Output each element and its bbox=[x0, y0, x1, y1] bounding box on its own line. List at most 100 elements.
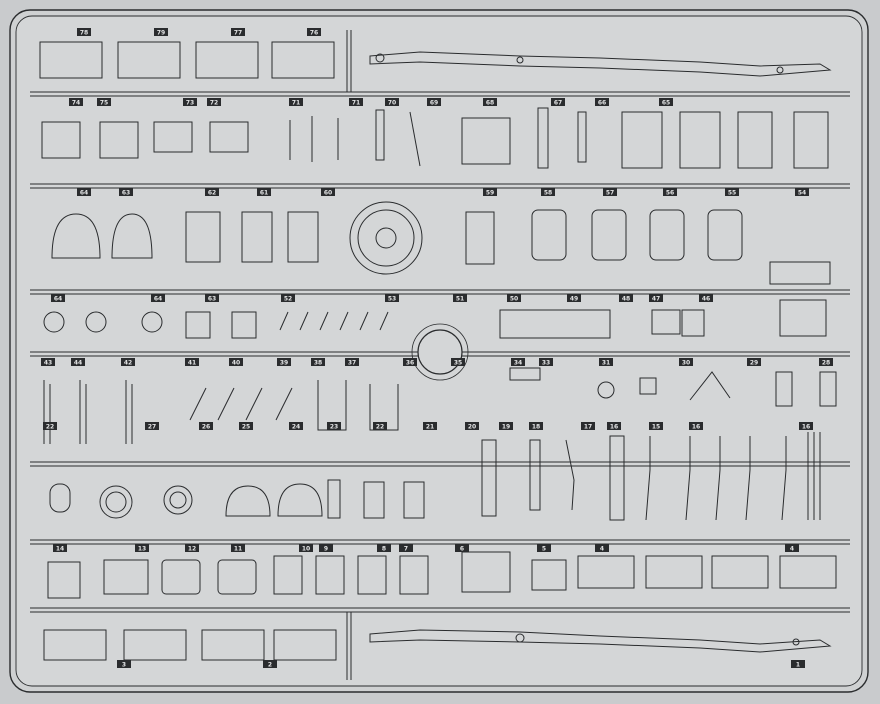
part-tag-box bbox=[679, 358, 693, 366]
part-number-label: 13 bbox=[138, 546, 146, 553]
part-number-label: 1 bbox=[796, 662, 800, 669]
part-tag-box bbox=[185, 544, 199, 552]
part-number-label: 33 bbox=[542, 360, 550, 367]
part-number-label: 75 bbox=[100, 100, 108, 107]
part-tag-box bbox=[185, 358, 199, 366]
part-tag-box bbox=[453, 294, 467, 302]
part-tag-box bbox=[507, 294, 521, 302]
part-tag-box bbox=[77, 188, 91, 196]
part-number-label: 6 bbox=[460, 546, 464, 553]
part-number-label: 26 bbox=[202, 424, 210, 431]
part-tag-box bbox=[311, 358, 325, 366]
part-number-label: 12 bbox=[188, 546, 196, 553]
part-number-label: 49 bbox=[570, 296, 578, 303]
part-tag-box bbox=[349, 98, 363, 106]
part-tag-box bbox=[537, 544, 551, 552]
part-tag-box bbox=[699, 294, 713, 302]
part-tag-box bbox=[289, 98, 303, 106]
part-number-label: 58 bbox=[544, 190, 552, 197]
part-number-label: 74 bbox=[72, 100, 80, 107]
part-number-label: 34 bbox=[514, 360, 522, 367]
part-number-label: 67 bbox=[554, 100, 562, 107]
part-tag-box bbox=[71, 358, 85, 366]
part-number-label: 60 bbox=[324, 190, 332, 197]
part-number-label: 22 bbox=[46, 424, 54, 431]
part-tag-box bbox=[619, 294, 633, 302]
part-tag-box bbox=[819, 358, 833, 366]
part-number-label: 48 bbox=[622, 296, 630, 303]
part-number-label: 76 bbox=[310, 30, 318, 37]
part-tag-box bbox=[51, 294, 65, 302]
part-number-label: 64 bbox=[80, 190, 88, 197]
part-tag-box bbox=[581, 422, 595, 430]
part-tag-box bbox=[263, 660, 277, 668]
part-tag-box bbox=[205, 188, 219, 196]
part-number-label: 39 bbox=[280, 360, 288, 367]
part-number-label: 71 bbox=[352, 100, 360, 107]
part-number-label: 10 bbox=[302, 546, 310, 553]
part-number-label: 43 bbox=[44, 360, 52, 367]
part-tag-box bbox=[465, 422, 479, 430]
part-number-label: 35 bbox=[454, 360, 462, 367]
part-number-label: 40 bbox=[232, 360, 240, 367]
part-number-label: 29 bbox=[750, 360, 758, 367]
part-number-label: 16 bbox=[692, 424, 700, 431]
part-number-label: 8 bbox=[382, 546, 386, 553]
part-tag-box bbox=[145, 422, 159, 430]
part-tag-box bbox=[77, 28, 91, 36]
part-number-label: 23 bbox=[330, 424, 338, 431]
part-number-label: 15 bbox=[652, 424, 660, 431]
part-number-label: 25 bbox=[242, 424, 250, 431]
part-number-label: 51 bbox=[456, 296, 464, 303]
part-number-label: 73 bbox=[186, 100, 194, 107]
part-tag-box bbox=[154, 28, 168, 36]
part-number-label: 47 bbox=[652, 296, 660, 303]
part-tag-box bbox=[649, 422, 663, 430]
part-tag-box bbox=[281, 294, 295, 302]
part-tag-box bbox=[277, 358, 291, 366]
part-number-label: 5 bbox=[542, 546, 546, 553]
part-tag-box bbox=[725, 188, 739, 196]
part-tag-box bbox=[121, 358, 135, 366]
part-number-label: 2 bbox=[268, 662, 272, 669]
part-number-label: 59 bbox=[486, 190, 494, 197]
part-tag-box bbox=[151, 294, 165, 302]
part-tag-box bbox=[483, 98, 497, 106]
part-number-label: 24 bbox=[292, 424, 300, 431]
part-tag-box bbox=[791, 660, 805, 668]
part-number-label: 72 bbox=[210, 100, 218, 107]
part-tag-box bbox=[663, 188, 677, 196]
part-number-label: 64 bbox=[54, 296, 62, 303]
part-number-label: 65 bbox=[662, 100, 670, 107]
row4-parts bbox=[43, 299, 827, 339]
part-tag-box bbox=[205, 294, 219, 302]
part-number-label: 56 bbox=[666, 190, 674, 197]
part-number-label: 61 bbox=[260, 190, 268, 197]
part-number-label: 64 bbox=[154, 296, 162, 303]
part-tag-box bbox=[541, 188, 555, 196]
part-number-label: 55 bbox=[728, 190, 736, 197]
part-number-label: 52 bbox=[284, 296, 292, 303]
part-number-label: 53 bbox=[388, 296, 396, 303]
part-number-label: 78 bbox=[80, 30, 88, 37]
row7-parts bbox=[47, 551, 837, 599]
part-tag-box bbox=[229, 358, 243, 366]
part-tag-box bbox=[595, 98, 609, 106]
part-number-label: 30 bbox=[682, 360, 690, 367]
part-number-label: 20 bbox=[468, 424, 476, 431]
part-tag-box bbox=[239, 422, 253, 430]
part-number-label: 4 bbox=[790, 546, 794, 553]
part-number-label: 71 bbox=[292, 100, 300, 107]
part-tag-box bbox=[117, 660, 131, 668]
part-number-label: 7 bbox=[404, 546, 408, 553]
part-tag-box bbox=[539, 358, 553, 366]
part-number-label: 16 bbox=[610, 424, 618, 431]
part-number-label: 19 bbox=[502, 424, 510, 431]
part-tag-box bbox=[567, 294, 581, 302]
part-tag-box bbox=[321, 188, 335, 196]
part-number-label: 16 bbox=[802, 424, 810, 431]
part-tag-box bbox=[483, 188, 497, 196]
part-tag-box bbox=[119, 188, 133, 196]
part-number-label: 14 bbox=[56, 546, 64, 553]
